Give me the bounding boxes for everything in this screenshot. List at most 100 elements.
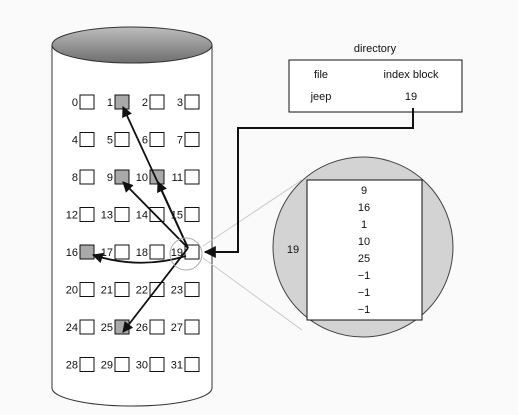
directory-title: directory bbox=[354, 43, 397, 55]
directory-header-file: file bbox=[314, 69, 328, 81]
block-13-box bbox=[114, 207, 130, 222]
block-8-box bbox=[79, 169, 95, 185]
block-18-label: 18 bbox=[136, 247, 148, 259]
directory-box bbox=[288, 59, 463, 113]
directory-row-file: jeep bbox=[310, 91, 332, 103]
block-29: 29 bbox=[101, 357, 130, 372]
block-17-box bbox=[114, 244, 130, 260]
block-13-label: 13 bbox=[101, 210, 113, 222]
directory-header-index-block: index block bbox=[383, 69, 439, 81]
block-28-label: 28 bbox=[66, 360, 78, 372]
index-block-entries: 9 16 1 10 25 −1 −1 −1 bbox=[358, 185, 371, 316]
block-28: 28 bbox=[66, 357, 95, 372]
block-17: 17 bbox=[101, 244, 130, 260]
block-0: 0 bbox=[72, 94, 95, 110]
block-7: 7 bbox=[177, 132, 200, 147]
arrow-19-to-25 bbox=[122, 247, 189, 333]
block-3-box bbox=[184, 94, 200, 110]
block-11-box bbox=[184, 169, 200, 185]
block-25-label: 25 bbox=[101, 322, 113, 334]
block-24-label: 24 bbox=[66, 322, 78, 334]
block-31: 31 bbox=[171, 357, 200, 372]
block-27: 27 bbox=[171, 319, 200, 335]
block-9-label: 9 bbox=[107, 172, 113, 184]
cylinder-top bbox=[51, 26, 213, 64]
block-12: 12 bbox=[66, 207, 95, 222]
block-4-label: 4 bbox=[72, 135, 78, 147]
block-8-label: 8 bbox=[72, 172, 78, 184]
block-16: 16 bbox=[66, 244, 95, 260]
block-18-box bbox=[149, 244, 165, 260]
index-entry-7: −1 bbox=[358, 304, 371, 316]
block-10: 10 bbox=[136, 169, 165, 185]
block-2-box bbox=[149, 94, 165, 110]
block-5-label: 5 bbox=[107, 135, 113, 147]
block-13: 13 bbox=[101, 207, 130, 222]
block-30: 30 bbox=[136, 357, 165, 372]
index-entry-5: −1 bbox=[358, 270, 371, 282]
block-14-label: 14 bbox=[136, 210, 148, 222]
block-26-label: 26 bbox=[136, 322, 148, 334]
directory-table: directory file index block jeep 19 bbox=[288, 43, 463, 113]
block-19-highlight bbox=[169, 237, 203, 271]
block-9-box bbox=[114, 169, 130, 185]
block-18: 18 bbox=[136, 244, 165, 260]
block-28-box bbox=[79, 357, 95, 372]
arrow-19-to-16 bbox=[91, 252, 187, 264]
block-30-label: 30 bbox=[136, 360, 148, 372]
block-19: 19 bbox=[171, 244, 200, 260]
block-5-box bbox=[114, 132, 130, 147]
block-10-label: 10 bbox=[136, 172, 148, 184]
block-0-label: 0 bbox=[72, 97, 78, 109]
index-block-label: 19 bbox=[287, 244, 299, 256]
index-entry-3: 10 bbox=[358, 236, 370, 248]
block-2: 2 bbox=[142, 94, 165, 110]
block-9: 9 bbox=[107, 169, 130, 185]
block-25: 25 bbox=[101, 319, 130, 335]
block-7-box bbox=[184, 132, 200, 147]
directory-to-block-19-arrow bbox=[203, 108, 414, 258]
block-12-label: 12 bbox=[66, 210, 78, 222]
arrow-19-to-9 bbox=[122, 181, 189, 249]
block-20: 20 bbox=[66, 282, 95, 297]
block-22-label: 22 bbox=[136, 285, 148, 297]
block-23-box bbox=[184, 282, 200, 297]
block-5: 5 bbox=[107, 132, 130, 147]
index-entry-4: 25 bbox=[358, 253, 370, 265]
block-24-box bbox=[79, 319, 95, 335]
block-6: 6 bbox=[142, 132, 165, 147]
block-19-label: 19 bbox=[171, 247, 183, 259]
index-entry-2: 1 bbox=[361, 219, 367, 231]
block-7-label: 7 bbox=[177, 135, 183, 147]
block-20-label: 20 bbox=[66, 285, 78, 297]
block-21: 21 bbox=[101, 282, 130, 297]
directory-pointer bbox=[203, 108, 414, 258]
block-3: 3 bbox=[177, 94, 200, 110]
block-12-box bbox=[79, 207, 95, 222]
index-entry-0: 9 bbox=[361, 185, 367, 197]
index-entry-6: −1 bbox=[358, 287, 371, 299]
block-29-label: 29 bbox=[101, 360, 113, 372]
block-3-label: 3 bbox=[177, 97, 183, 109]
block-4: 4 bbox=[72, 132, 95, 147]
index-entry-1: 16 bbox=[358, 202, 370, 214]
block-6-box bbox=[149, 132, 165, 147]
block-15-box bbox=[184, 207, 200, 222]
block-6-label: 6 bbox=[142, 135, 148, 147]
block-11: 11 bbox=[172, 169, 200, 185]
block-pointer-arrows bbox=[91, 106, 203, 333]
block-16-label: 16 bbox=[66, 247, 78, 259]
block-26-box bbox=[149, 319, 165, 335]
block-29-box bbox=[114, 357, 130, 372]
block-20-box bbox=[79, 282, 95, 297]
block-21-box bbox=[114, 282, 130, 297]
block-0-box bbox=[79, 94, 95, 110]
block-1-label: 1 bbox=[107, 97, 113, 109]
block-2-label: 2 bbox=[142, 97, 148, 109]
block-4-box bbox=[79, 132, 95, 147]
directory-row-index-block: 19 bbox=[405, 91, 417, 103]
block-1-box bbox=[114, 94, 130, 110]
block-24: 24 bbox=[66, 319, 95, 335]
